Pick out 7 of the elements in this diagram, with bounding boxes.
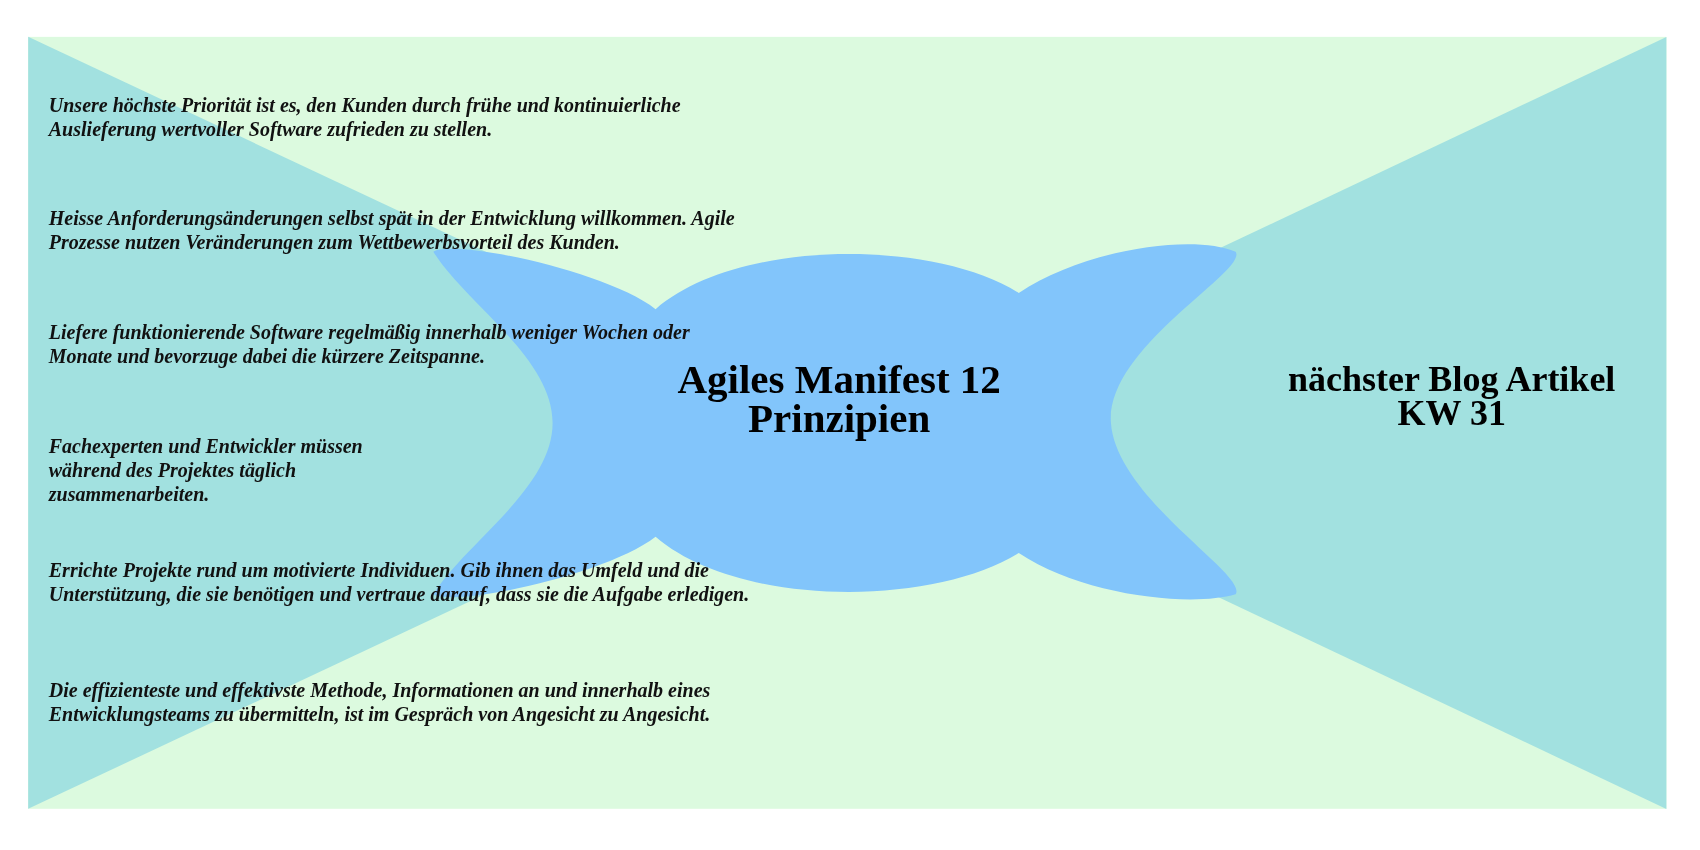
principle-text: Fachexperten und Entwickler müssen während des Projektes täglich zusammenarbeiten. [48, 433, 364, 506]
principle-text: Unsere höchste Priorität ist es, den Kunden durch frühe und kontinuierliche Auslieferung wertvoller Software zufrieden zu stellen. [48, 93, 682, 142]
title-text: nächster Blog Artikel KW 31 [1287, 362, 1617, 431]
principle-text: Die effizienteste und effektivste Methode, Informationen an und innerhalb eines Entwicklungsteams zu übermitteln, ist im Gespräch von Angesicht zu Angesicht. [48, 677, 712, 726]
principle-text: Liefere funktionierende Software regelmäßig innerhalb weniger Wochen oder Monate und bevorzuge dabei die kürzere Zeitspanne. [48, 319, 690, 368]
principle-text: Heisse Anforderungsänderungen selbst spät in der Entwicklung willkommen. Agile Prozesse nutzen Veränderungen zum Wettbewerbsvorteil des Kunden. [48, 206, 736, 254]
principle-text: Errichte Projekte rund um motivierte Individuen. Gib ihnen das Umfeld und die Unterstützung, die sie benötigen und vertraue darauf, dass sie die Aufgabe erledigen. [48, 558, 751, 607]
